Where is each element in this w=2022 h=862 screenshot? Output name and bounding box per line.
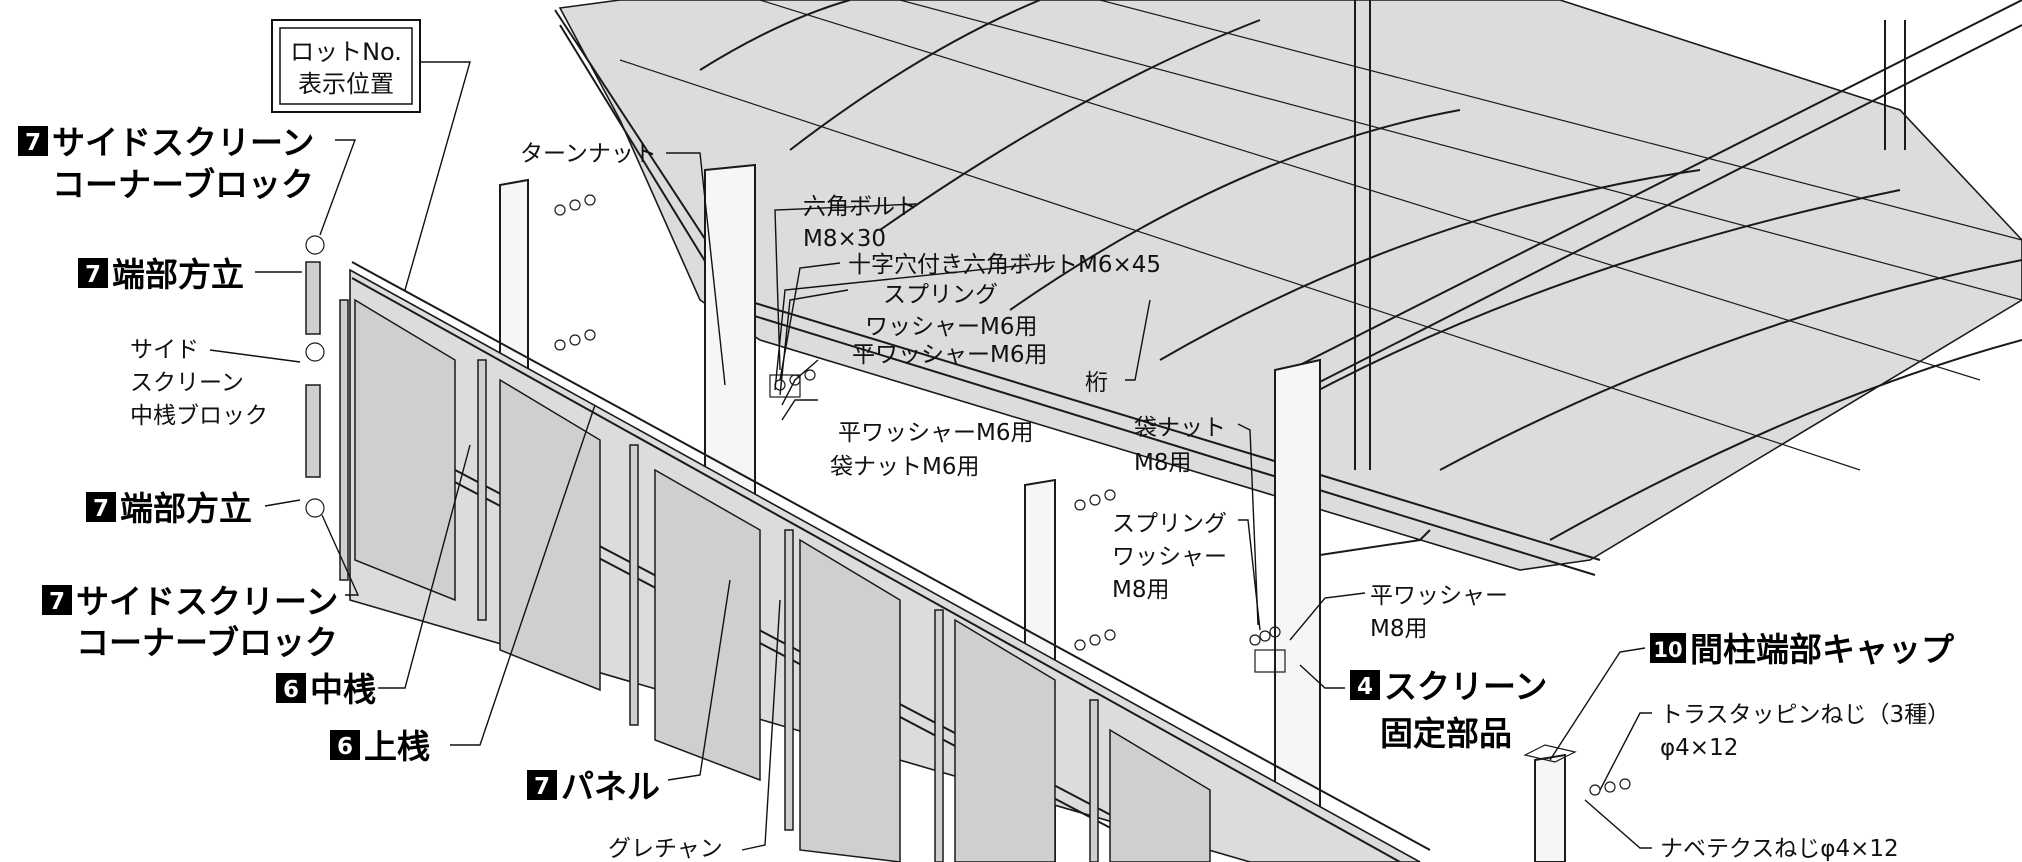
callout-screen-fixing-line2: 固定部品: [1380, 714, 1512, 753]
callout-screen-fixing-line1: スクリーン: [1384, 667, 1547, 706]
badge-text: 6: [283, 677, 299, 703]
lot-number-box: ロットNo. 表示位置: [271, 19, 421, 113]
lot-box-line1: ロットNo.: [290, 38, 402, 66]
label-hex-bolt-2: M8×30: [803, 226, 886, 252]
badge-text: 7: [534, 774, 550, 800]
callout-panel: パネル: [561, 767, 660, 806]
label-pan-tex-screw: ナベテクスねじφ4×12: [1660, 836, 1899, 862]
badge-7: [86, 492, 116, 522]
small-callouts: サイド スクリーン 中桟ブロック ターンナット 六角ボルト M8×30 十字穴付…: [130, 141, 1950, 862]
label-side-middle-block-1: サイド: [130, 337, 199, 363]
label-girder: 桁: [1085, 370, 1108, 396]
label-hex-bolt-1: 六角ボルト: [803, 194, 918, 220]
badge-10: [1650, 633, 1686, 663]
leader-lines: [209, 61, 1652, 851]
label-spring-washer-m6-1: スプリング: [883, 282, 998, 308]
label-flat-washer-m6-a: 平ワッシャーM6用: [852, 342, 1047, 368]
label-spring-washer-m8-1: スプリング: [1112, 511, 1227, 537]
large-callouts: 7 サイドスクリーン コーナーブロック 7 端部方立 7 端部方立 7 サイドス…: [18, 123, 1955, 806]
label-cap-nut-m8-2: M8用: [1134, 450, 1191, 476]
callout-corner-block-bottom-line2: コーナーブロック: [76, 623, 338, 662]
badge-text: 7: [49, 589, 65, 615]
badge-7: [78, 258, 108, 288]
badge-7: [18, 126, 48, 156]
badge-text: 10: [1653, 638, 1682, 662]
lot-box-line2: 表示位置: [298, 70, 394, 98]
label-truss-screw-1: トラスタッピンねじ（3種）: [1660, 702, 1950, 728]
callout-top-rail: 上桟: [364, 727, 430, 766]
badge-6: [330, 730, 360, 760]
callout-post-end-cap: 間柱端部キャップ: [1690, 630, 1955, 669]
callout-middle-rail: 中桟: [310, 670, 376, 709]
label-truss-screw-2: φ4×12: [1660, 735, 1738, 761]
badge-7: [42, 585, 72, 615]
callout-end-post-bottom: 端部方立: [120, 489, 252, 528]
fasteners: [554, 194, 1631, 796]
label-spring-washer-m8-3: M8用: [1112, 577, 1169, 603]
badge-text: 7: [85, 262, 101, 288]
label-cross-hex-bolt: 十字穴付き六角ボルトM6×45: [848, 252, 1161, 278]
badge-7: [527, 770, 557, 800]
end-post-parts: [305, 235, 325, 518]
badge-4: [1350, 670, 1380, 700]
badge-text: 4: [1357, 674, 1373, 700]
callout-corner-block-top-line2: コーナーブロック: [52, 165, 314, 204]
badge-6: [276, 673, 306, 703]
label-spring-washer-m6-2: ワッシャーM6用: [865, 314, 1037, 340]
callout-corner-block-top-line1: サイドスクリーン: [52, 123, 314, 162]
label-side-middle-block-3: 中桟ブロック: [130, 403, 268, 429]
label-flat-washer-m8-1: 平ワッシャー: [1370, 583, 1508, 609]
label-cap-nut-m6: 袋ナットM6用: [830, 454, 979, 480]
label-spring-washer-m8-2: ワッシャー: [1112, 544, 1227, 570]
badge-text: 6: [337, 734, 353, 760]
badge-text: 7: [93, 496, 109, 522]
label-flat-washer-m6-b: 平ワッシャーM6用: [838, 420, 1033, 446]
label-glazing-channel: グレチャン: [608, 836, 723, 862]
callout-corner-block-bottom-line1: サイドスクリーン: [76, 582, 338, 621]
label-turn-nut: ターンナット: [520, 141, 657, 167]
label-flat-washer-m8-2: M8用: [1370, 616, 1427, 642]
badge-text: 7: [25, 130, 41, 156]
label-cap-nut-m8-1: 袋ナット: [1134, 415, 1226, 441]
label-side-middle-block-2: スクリーン: [130, 370, 244, 396]
carport-roof: [554, 0, 2022, 576]
callout-end-post-top: 端部方立: [112, 255, 244, 294]
